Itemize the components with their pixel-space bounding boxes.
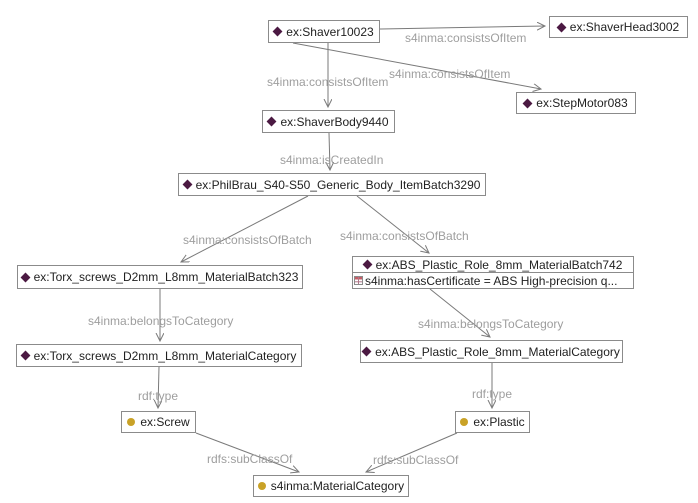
node-shaver10023[interactable]: ex:Shaver10023 xyxy=(268,20,380,43)
node-label: ex:ABS_Plastic_Role_8mm_MaterialCategory xyxy=(375,344,620,359)
edge-label-subclassof-right: rdfs:subClassOf xyxy=(373,453,459,467)
node-plastic[interactable]: ex:Plastic xyxy=(455,411,530,433)
instance-diamond-icon xyxy=(20,272,31,282)
edge-label-iscreatedin: s4inma:isCreatedIn xyxy=(280,153,384,167)
edge-label-rdftype-right: rdf:type xyxy=(472,387,513,401)
instance-diamond-icon xyxy=(272,26,283,37)
node-label: ex:Torx_screws_D2mm_L8mm_MaterialCategor… xyxy=(33,348,297,363)
node-label: ex:Shaver10023 xyxy=(286,24,374,39)
edge-label-consistsofbatch-left: s4inma:consistsOfBatch xyxy=(183,233,312,247)
node-stepmotor083[interactable]: ex:StepMotor083 xyxy=(516,92,636,114)
edge-label-consistsofitem-head: s4inma:consistsOfItem xyxy=(405,31,527,45)
edge-label-consistsofitem-body: s4inma:consistsOfItem xyxy=(267,75,389,89)
edge-label-belongstocategory-left: s4inma:belongsToCategory xyxy=(88,314,234,328)
node-label: ex:PhilBrau_S40-S50_Generic_Body_ItemBat… xyxy=(195,177,481,192)
edge-label-consistsofbatch-right: s4inma:consistsOfBatch xyxy=(340,229,469,243)
instance-diamond-icon xyxy=(522,98,533,108)
node-screw[interactable]: ex:Screw xyxy=(121,411,196,433)
node-label: ex:StepMotor083 xyxy=(536,96,628,110)
instance-diamond-icon xyxy=(556,22,567,32)
node-materialcategory[interactable]: s4inma:MaterialCategory xyxy=(253,475,409,497)
instance-diamond-icon xyxy=(361,346,372,357)
node-label: ex:Screw xyxy=(140,415,190,429)
edge-itembatch-to-torxbatch xyxy=(181,195,309,262)
edge-label-subclassof-left: rdfs:subClassOf xyxy=(207,452,293,466)
class-circle-icon xyxy=(257,482,266,490)
node-label: ex:ABS_Plastic_Role_8mm_MaterialBatch742 xyxy=(375,257,623,272)
node-abs-materialbatch742[interactable]: ex:ABS_Plastic_Role_8mm_MaterialBatch742… xyxy=(352,256,634,289)
instance-diamond-icon xyxy=(267,116,277,127)
instance-diamond-icon xyxy=(20,350,31,361)
edge-shaver-to-shaverhead xyxy=(379,26,545,29)
edge-label-rdftype-left: rdf:type xyxy=(138,389,179,403)
edge-itembatch-to-absbatch xyxy=(356,195,429,253)
class-circle-icon xyxy=(127,418,136,426)
node-label: s4inma:MaterialCategory xyxy=(270,479,405,493)
node-attribute-row: s4inma:hasCertificate = ABS High-precisi… xyxy=(353,272,633,288)
node-shaverbody9440[interactable]: ex:ShaverBody9440 xyxy=(262,110,395,133)
edge-label-belongstocategory-right: s4inma:belongsToCategory xyxy=(418,317,564,331)
node-label: ex:ShaverBody9440 xyxy=(280,114,389,129)
node-label: ex:Torx_screws_D2mm_L8mm_MaterialBatch32… xyxy=(33,270,299,284)
node-label: ex:Plastic xyxy=(473,415,525,429)
node-abs-materialcategory[interactable]: ex:ABS_Plastic_Role_8mm_MaterialCategory xyxy=(360,340,623,363)
node-attribute: s4inma:hasCertificate = ABS High-precisi… xyxy=(365,273,618,288)
node-shaverhead3002[interactable]: ex:ShaverHead3002 xyxy=(549,16,688,38)
node-philbrau-itembatch3290[interactable]: ex:PhilBrau_S40-S50_Generic_Body_ItemBat… xyxy=(178,173,486,196)
node-torx-materialcategory[interactable]: ex:Torx_screws_D2mm_L8mm_MaterialCategor… xyxy=(16,344,302,367)
instance-diamond-icon xyxy=(182,179,193,190)
edge-label-consistsofitem-motor: s4inma:consistsOfItem xyxy=(389,67,511,81)
node-torx-materialbatch323[interactable]: ex:Torx_screws_D2mm_L8mm_MaterialBatch32… xyxy=(17,265,303,289)
class-circle-icon xyxy=(460,418,469,426)
instance-diamond-icon xyxy=(362,259,373,270)
node-label: ex:ShaverHead3002 xyxy=(569,20,680,34)
node-title-row: ex:ABS_Plastic_Role_8mm_MaterialBatch742 xyxy=(353,257,633,272)
datatype-property-icon xyxy=(354,274,363,288)
